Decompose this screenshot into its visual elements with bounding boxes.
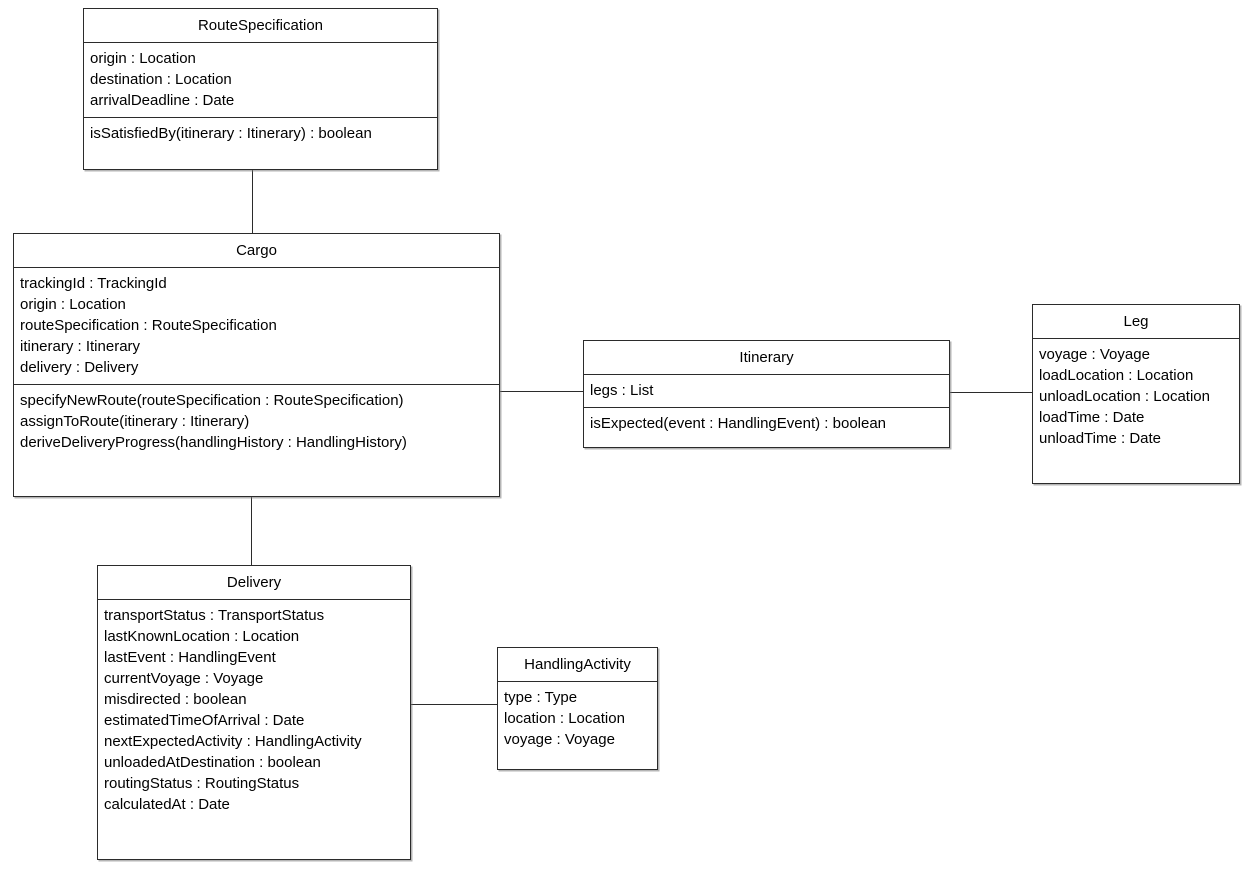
operations-compartment-cargo: specifyNewRoute(routeSpecification : Rou… bbox=[14, 384, 499, 459]
attribute-row: transportStatus : TransportStatus bbox=[104, 607, 325, 624]
attribute-row: lastEvent : HandlingEvent bbox=[104, 649, 276, 666]
attribute-row: location : Location bbox=[504, 710, 625, 727]
uml-class-itinerary[interactable]: Itinerary legs : List isExpected(event : H… bbox=[583, 340, 950, 448]
attributes-compartment-leg: voyage : Voyage loadLocation : Location un… bbox=[1033, 338, 1239, 455]
attributes-compartment-itinerary: legs : List bbox=[584, 374, 949, 407]
operations-compartment-itinerary: isExpected(event : HandlingEvent) : bool… bbox=[584, 407, 949, 440]
association-line bbox=[950, 392, 1032, 393]
attribute-row: currentVoyage : Voyage bbox=[104, 670, 264, 687]
uml-class-delivery[interactable]: Delivery transportStatus : TransportStatu… bbox=[97, 565, 411, 860]
attributes-compartment-cargo: trackingId : TrackingId origin : Location… bbox=[14, 267, 499, 384]
attribute-row: loadLocation : Location bbox=[1039, 367, 1194, 384]
attributes-compartment-delivery: transportStatus : TransportStatus lastKno… bbox=[98, 599, 410, 821]
operation-row: specifyNewRoute(routeSpecification : Rou… bbox=[20, 392, 404, 409]
attributes-compartment-route-specification: origin : Location destination : Location a… bbox=[84, 42, 437, 117]
attribute-row: unloadLocation : Location bbox=[1039, 388, 1210, 405]
operations-compartment-route-specification: isSatisfiedBy(itinerary : Itinerary) : b… bbox=[84, 117, 437, 150]
association-line bbox=[500, 391, 583, 392]
class-name-itinerary: Itinerary bbox=[739, 349, 794, 366]
association-line bbox=[252, 170, 253, 233]
attribute-row: arrivalDeadline : Date bbox=[90, 92, 235, 109]
uml-class-cargo[interactable]: Cargo trackingId : TrackingId origin : Loc… bbox=[13, 233, 500, 497]
association-line bbox=[251, 497, 252, 565]
attribute-row: misdirected : boolean bbox=[104, 691, 247, 708]
attribute-row: loadTime : Date bbox=[1039, 409, 1145, 426]
attribute-row: origin : Location bbox=[20, 296, 126, 313]
operation-row: isSatisfiedBy(itinerary : Itinerary) : b… bbox=[90, 125, 372, 142]
uml-class-leg[interactable]: Leg voyage : Voyage loadLocation : Locatio… bbox=[1032, 304, 1240, 484]
attribute-row: routingStatus : RoutingStatus bbox=[104, 775, 300, 792]
class-name-leg: Leg bbox=[1123, 313, 1149, 330]
uml-class-handling-activity[interactable]: HandlingActivity type : Type location : Lo… bbox=[497, 647, 658, 770]
attribute-row: delivery : Delivery bbox=[20, 359, 139, 376]
attribute-row: voyage : Voyage bbox=[504, 731, 615, 748]
attribute-row: estimatedTimeOfArrival : Date bbox=[104, 712, 305, 729]
attribute-row: destination : Location bbox=[90, 71, 232, 88]
attribute-row: routeSpecification : RouteSpecification bbox=[20, 317, 277, 334]
class-name-cargo: Cargo bbox=[236, 242, 277, 259]
attribute-row: trackingId : TrackingId bbox=[20, 275, 167, 292]
attribute-row: nextExpectedActivity : HandlingActivity bbox=[104, 733, 362, 750]
attributes-compartment-handling-activity: type : Type location : Location voyage : V… bbox=[498, 681, 657, 756]
attribute-row: origin : Location bbox=[90, 50, 196, 67]
attribute-row: type : Type bbox=[504, 689, 578, 706]
attribute-row: legs : List bbox=[590, 382, 654, 399]
attribute-row: lastKnownLocation : Location bbox=[104, 628, 300, 645]
attribute-row: calculatedAt : Date bbox=[104, 796, 230, 813]
class-name-delivery: Delivery bbox=[226, 574, 282, 591]
attribute-row: voyage : Voyage bbox=[1039, 346, 1150, 363]
operation-row: assignToRoute(itinerary : Itinerary) bbox=[20, 413, 250, 430]
association-line bbox=[411, 704, 497, 705]
attribute-row: itinerary : Itinerary bbox=[20, 338, 141, 355]
attribute-row: unloadTime : Date bbox=[1039, 430, 1162, 447]
operation-row: isExpected(event : HandlingEvent) : bool… bbox=[590, 415, 887, 432]
class-name-handling-activity: HandlingActivity bbox=[524, 656, 631, 673]
attribute-row: unloadedAtDestination : boolean bbox=[104, 754, 321, 771]
operation-row: deriveDeliveryProgress(handlingHistory :… bbox=[20, 434, 407, 451]
class-name-route-specification: RouteSpecification bbox=[197, 17, 324, 34]
